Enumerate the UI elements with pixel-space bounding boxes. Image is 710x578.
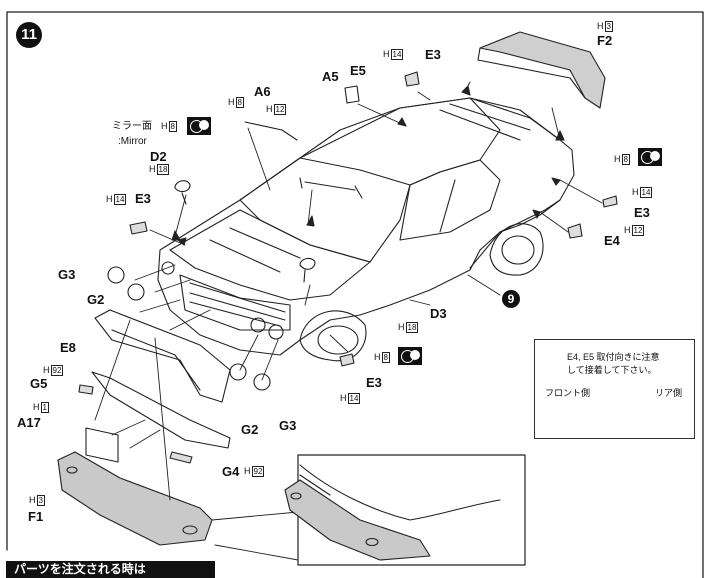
label-g4: G4 bbox=[222, 464, 240, 479]
mirror-finish-icon-bottom bbox=[398, 347, 422, 365]
label-e3-left: E3 bbox=[135, 191, 151, 206]
label-e5: E5 bbox=[350, 63, 366, 78]
mirror-label-jp: ミラー面 bbox=[112, 121, 152, 132]
hood bbox=[169, 209, 371, 301]
note-rear-label: リア側 bbox=[655, 388, 683, 398]
step-number: 11 bbox=[16, 22, 42, 48]
label-e3-bottom: E3 bbox=[366, 375, 382, 390]
windshield bbox=[239, 157, 411, 263]
rear-wheel bbox=[489, 223, 544, 276]
inset-box bbox=[297, 454, 526, 566]
label-g2-bottom: G2 bbox=[241, 422, 259, 437]
front-wheel bbox=[299, 310, 367, 362]
mirror-finish-icon bbox=[187, 117, 211, 135]
side-window bbox=[399, 159, 501, 241]
parts-order-header: パーツを注文される時は bbox=[6, 561, 215, 578]
label-e3-top: E3 bbox=[425, 47, 441, 62]
mirror-finish-icon-right bbox=[638, 148, 662, 166]
label-d2: D2 bbox=[150, 149, 167, 164]
label-g2-left: G2 bbox=[87, 292, 105, 307]
label-e4: E4 bbox=[604, 233, 620, 248]
label-a5: A5 bbox=[322, 69, 339, 84]
orientation-note: E4, E5 取付向きに注意 して接着して下さい。 フロント側 リア側 bbox=[534, 339, 695, 439]
subassembly-number: 9 bbox=[502, 290, 520, 308]
note-line-1: E4, E5 取付向きに注意 bbox=[567, 352, 660, 362]
note-front-label: フロント側 bbox=[545, 388, 591, 398]
label-g3-bottom: G3 bbox=[279, 418, 297, 433]
note-line-2: して接着して下さい。 bbox=[567, 365, 657, 375]
label-a6: A6 bbox=[254, 84, 271, 99]
label-e3-right: E3 bbox=[634, 205, 650, 220]
label-g3-left: G3 bbox=[58, 267, 76, 282]
label-g5: G5 bbox=[30, 376, 48, 391]
valance bbox=[91, 371, 231, 449]
frame-border bbox=[6, 11, 704, 578]
spoiler-f2 bbox=[479, 31, 606, 109]
lip-f1 bbox=[57, 451, 213, 546]
bumper-e8 bbox=[94, 309, 231, 403]
label-e8: E8 bbox=[60, 340, 76, 355]
label-d3: D3 bbox=[430, 306, 447, 321]
label-a17: A17 bbox=[17, 415, 41, 430]
mirror-label-en: :Mirror bbox=[118, 136, 147, 147]
label-f2: F2 bbox=[597, 33, 613, 48]
label-f1: F1 bbox=[28, 509, 44, 524]
plate-a17 bbox=[85, 427, 119, 463]
parts-order-text: パーツを注文される時は bbox=[14, 562, 146, 576]
